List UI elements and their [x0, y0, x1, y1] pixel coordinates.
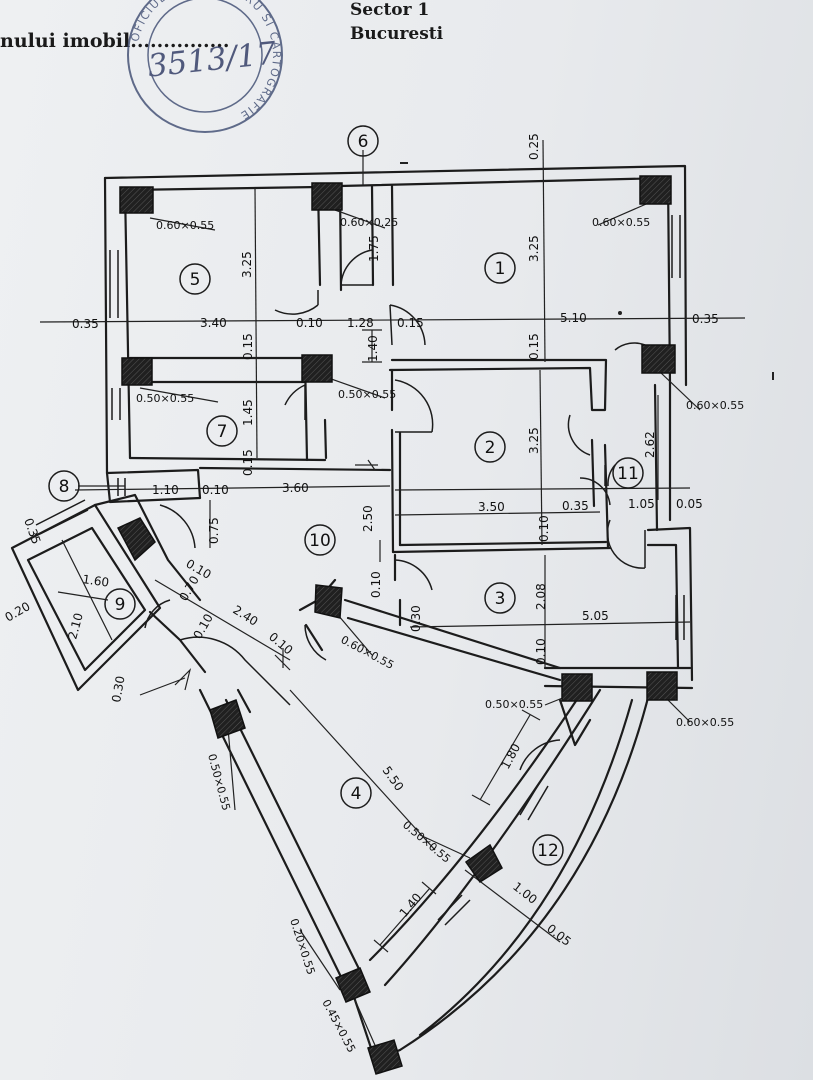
column-block — [641, 344, 676, 374]
dim-label: 3.25 — [527, 427, 541, 454]
dim-label: 0.25 — [527, 133, 541, 160]
dim-label: 5.05 — [582, 609, 609, 623]
column-block — [121, 357, 153, 386]
stamp-number: 3513/17 — [146, 35, 278, 84]
dim-label: 0.75 — [207, 517, 221, 544]
room-number-5: 5 — [190, 270, 201, 290]
dim-label: 0.10 — [369, 571, 383, 598]
column-block — [639, 175, 672, 205]
dim-label: 2.10 — [65, 611, 85, 640]
header-property-label: nului imobil............... — [0, 30, 230, 52]
room-number-2: 2 — [485, 438, 496, 458]
columns-filled — [116, 175, 678, 1075]
column-block — [116, 517, 156, 562]
dim-label: 1.00 — [510, 879, 540, 906]
dim-label: 3.60 — [282, 481, 309, 495]
room-circles — [48, 125, 644, 866]
cadastre-stamp: OFICIUL DE CADASTRU SI CARTOGRAFIE 3513/… — [127, 0, 283, 133]
room-number-9: 9 — [115, 595, 126, 615]
column-size-label: 0.60×0.55 — [339, 633, 396, 672]
room-number-10: 10 — [309, 531, 331, 551]
dim-label: 0.35 — [72, 317, 99, 331]
dim-label: 1.80 — [498, 741, 523, 771]
small-marks — [400, 162, 774, 380]
column-size-label: 0.50×0.55 — [338, 388, 396, 401]
column-block — [301, 354, 333, 383]
column-size-label: 0.50×0.55 — [400, 818, 453, 865]
dim-label: 0.10 — [534, 638, 548, 665]
column-size-label: 0.20×0.55 — [287, 917, 317, 976]
column-block — [209, 699, 246, 739]
column-block — [119, 186, 154, 214]
column-size-label: 0.60×0.25 — [340, 216, 398, 229]
column-block — [367, 1039, 403, 1075]
room-number-12: 12 — [537, 841, 559, 861]
dim-label: 5.10 — [560, 311, 587, 325]
dim-label: 3.50 — [478, 500, 505, 514]
room-number-1: 1 — [495, 259, 506, 279]
windows — [35, 215, 685, 926]
dim-label: 0.30 — [409, 605, 423, 632]
dim-label: 3.25 — [527, 235, 541, 262]
dim-label: 0.10 — [537, 515, 551, 542]
column-size-label: 0.50×0.55 — [485, 698, 543, 711]
column-size-label: 0.60×0.55 — [592, 216, 650, 229]
dim-label: 2.40 — [230, 603, 260, 629]
dim-label: 3.25 — [240, 251, 254, 278]
column-size-label: 0.60×0.55 — [686, 399, 744, 412]
dim-label: 1.45 — [241, 399, 255, 426]
dim-label: 0.05 — [544, 921, 574, 948]
dim-label: 5.50 — [380, 764, 407, 794]
room-number-8: 8 — [59, 477, 70, 497]
dim-label: 2.50 — [361, 505, 375, 532]
dim-label: 0.10 — [296, 316, 323, 330]
column-block — [311, 182, 343, 211]
dim-label: 1.10 — [152, 483, 179, 497]
room-number-7: 7 — [217, 422, 228, 442]
dim-label: 0.30 — [109, 675, 127, 704]
dim-label: 0.15 — [241, 449, 255, 476]
header-city: Bucuresti — [350, 24, 444, 44]
dim-label: 3.40 — [200, 316, 227, 330]
column-block — [335, 967, 371, 1003]
column-size-label: 0.50×0.55 — [205, 752, 233, 812]
dim-label: 0.35 — [562, 499, 589, 513]
room-number-3: 3 — [495, 589, 506, 609]
room-number-11: 11 — [617, 464, 639, 484]
dim-label: 1.05 — [628, 497, 655, 511]
dim-label: 0.15 — [527, 333, 541, 360]
dim-label: 0.20 — [3, 599, 33, 624]
column-size-label: 0.60×0.55 — [676, 716, 734, 729]
leader-lines — [78, 150, 701, 1053]
column-size-label: 0.45×0.55 — [319, 997, 358, 1054]
dim-label: 0.35 — [692, 312, 719, 326]
dim-label: 0.05 — [676, 497, 703, 511]
column-block — [314, 584, 343, 619]
column-block — [646, 671, 678, 701]
dim-label: 0.10 — [202, 483, 229, 497]
dim-label: 1.40 — [366, 335, 380, 362]
dim-label: 1.60 — [82, 572, 110, 590]
dim-label: 1.75 — [367, 235, 381, 262]
dim-label: 0.10 — [266, 630, 295, 658]
header-sector: Sector 1 — [350, 0, 430, 20]
dim-label: 0.15 — [241, 333, 255, 360]
dim-label: 0.15 — [397, 316, 424, 330]
room-number-4: 4 — [351, 784, 362, 804]
dim-label: 0.10 — [190, 611, 215, 641]
column-size-label: 0.60×0.55 — [156, 219, 214, 232]
column-block — [561, 673, 593, 702]
dim-label: 2.08 — [534, 583, 548, 610]
room-number-6: 6 — [358, 132, 369, 152]
dim-label: 2.62 — [643, 431, 657, 458]
dim-label: 1.28 — [347, 316, 374, 330]
column-block — [464, 843, 503, 884]
column-size-label: 0.50×0.55 — [136, 392, 194, 405]
door-swings — [144, 249, 646, 771]
